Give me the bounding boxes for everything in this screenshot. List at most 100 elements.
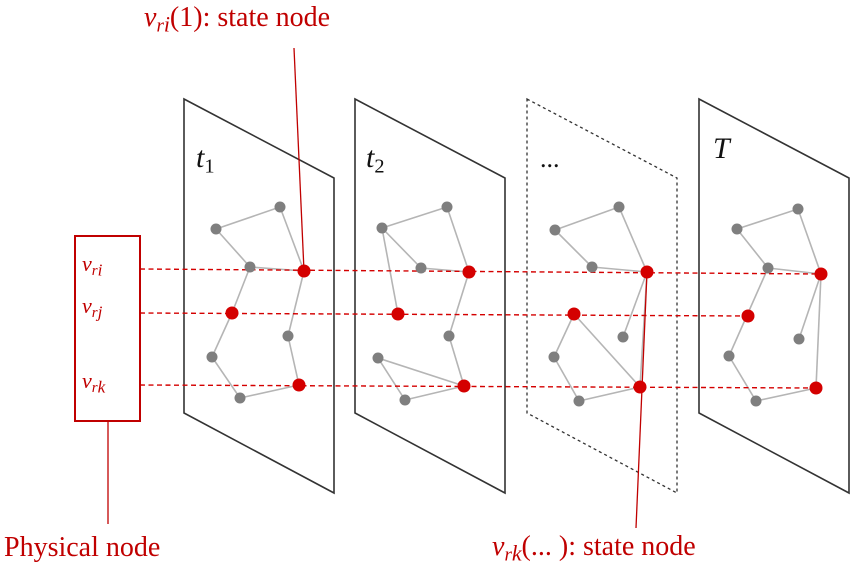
var-sub: r <box>504 544 512 566</box>
layer-label-4: T <box>713 134 730 164</box>
var-sub: r <box>91 305 98 322</box>
layer-label-1: t1 <box>196 143 215 177</box>
edge <box>215 206 281 230</box>
edge <box>381 206 448 229</box>
layer-label-3: ... <box>540 146 560 172</box>
layer-label-main: t <box>366 141 375 174</box>
edge <box>815 273 822 389</box>
state-node <box>457 379 471 393</box>
layer-plane-4 <box>698 97 850 495</box>
layer-label-main: ... <box>540 144 560 173</box>
node <box>282 330 294 342</box>
leader-bottom <box>635 271 648 529</box>
var-sub: r <box>156 15 164 37</box>
edge <box>767 267 822 275</box>
bottom-state-node-callout: vrk(... ): state node <box>492 533 696 565</box>
intra-layer-edges <box>211 206 822 402</box>
node <box>793 333 805 345</box>
edge <box>287 335 300 386</box>
state-node <box>462 265 476 279</box>
edge <box>211 312 233 358</box>
state-node <box>225 306 239 320</box>
callout-leaders <box>107 47 648 529</box>
state-node <box>292 378 306 392</box>
layer-label-main: t <box>196 141 205 174</box>
node <box>723 350 735 362</box>
edge <box>377 357 465 387</box>
state-node <box>391 307 405 321</box>
edge <box>420 267 470 273</box>
edge <box>797 208 822 275</box>
edge <box>215 228 251 268</box>
state-node <box>809 381 823 395</box>
node <box>372 352 384 364</box>
var-subsub: k <box>97 377 106 397</box>
node <box>549 224 561 236</box>
layer-plane-2 <box>354 97 506 495</box>
edge <box>404 385 465 401</box>
edge <box>798 273 822 340</box>
node <box>399 394 411 406</box>
var-main: v <box>492 531 505 562</box>
node <box>210 223 222 235</box>
edge <box>211 356 241 399</box>
edge <box>553 313 575 358</box>
node <box>613 201 625 213</box>
edge <box>573 313 641 388</box>
var-arg: (... ) <box>521 531 569 562</box>
edge <box>287 270 305 337</box>
var-subsub: i <box>163 12 170 37</box>
top-state-node-callout: vri(1): state node <box>144 4 330 36</box>
var-main: v <box>82 368 92 393</box>
node <box>792 203 804 215</box>
var-subsub: k <box>511 541 522 566</box>
physical-node-label-ri: vri <box>82 253 102 279</box>
node <box>274 201 286 213</box>
state-node <box>567 307 581 321</box>
edge <box>736 208 799 230</box>
edge <box>578 386 641 402</box>
edge <box>377 357 406 401</box>
edge <box>446 206 470 273</box>
node <box>415 262 427 274</box>
node <box>762 262 774 274</box>
layer-plane-1 <box>183 97 335 495</box>
node <box>443 330 455 342</box>
layer-label-2: t2 <box>366 143 385 177</box>
layer-plane-3 <box>526 97 678 495</box>
edge <box>728 355 757 402</box>
var-arg: (1) <box>169 2 203 33</box>
state-node <box>741 309 755 323</box>
edge <box>554 206 620 231</box>
state-node <box>640 265 654 279</box>
var-main: v <box>82 251 92 276</box>
edge <box>618 206 648 273</box>
leader-top <box>293 47 305 272</box>
var-subsub: i <box>97 260 103 280</box>
var-sub: r <box>91 380 98 397</box>
edge <box>381 227 422 269</box>
edge <box>448 271 470 337</box>
edge <box>553 356 580 402</box>
layer-label-sub: 1 <box>204 155 215 178</box>
node <box>731 223 743 235</box>
var-main: v <box>82 293 92 318</box>
node <box>206 351 218 363</box>
state-node <box>297 264 311 278</box>
edge <box>554 229 593 268</box>
var-subsub: j <box>97 302 103 322</box>
node <box>441 201 453 213</box>
var-main: v <box>144 2 157 33</box>
node <box>548 351 560 363</box>
node <box>244 261 256 273</box>
edge <box>736 228 769 269</box>
physical-node-label-rk: vrk <box>82 370 105 396</box>
edge <box>239 384 300 399</box>
node <box>586 261 598 273</box>
edge <box>279 206 305 272</box>
node <box>617 331 629 343</box>
edge <box>755 387 817 402</box>
physical-node-callout: Physical node <box>4 532 161 563</box>
state-nodes <box>225 264 828 395</box>
